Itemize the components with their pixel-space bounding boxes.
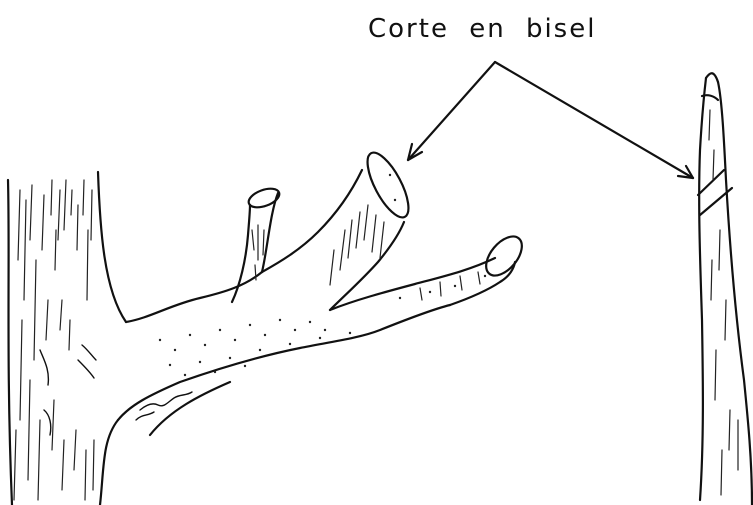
cut-branch-long — [330, 230, 529, 310]
cut-branch-tall — [262, 147, 416, 310]
main-branch — [118, 272, 450, 435]
tree-trunk — [8, 172, 126, 505]
cut-stub-short — [232, 185, 282, 302]
side-shoot — [698, 73, 752, 505]
pointer-arrows — [408, 62, 693, 178]
